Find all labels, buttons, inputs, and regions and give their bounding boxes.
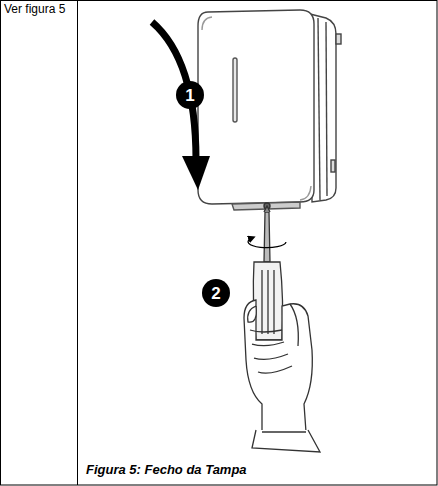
device-housing xyxy=(198,10,341,210)
hand xyxy=(244,300,320,452)
callout-number: 1 xyxy=(185,87,194,104)
figure-caption: Figura 5: Fecho da Tampa xyxy=(86,463,247,477)
callout-number: 2 xyxy=(211,285,220,302)
callout-circle xyxy=(176,81,204,109)
closing-arrow xyxy=(152,22,210,190)
table-divider xyxy=(77,1,78,486)
cell-text: Ver figura 5 xyxy=(4,3,65,15)
rotation-arrow xyxy=(248,238,286,248)
screwdriver xyxy=(253,206,282,340)
callout-circle xyxy=(202,279,230,307)
